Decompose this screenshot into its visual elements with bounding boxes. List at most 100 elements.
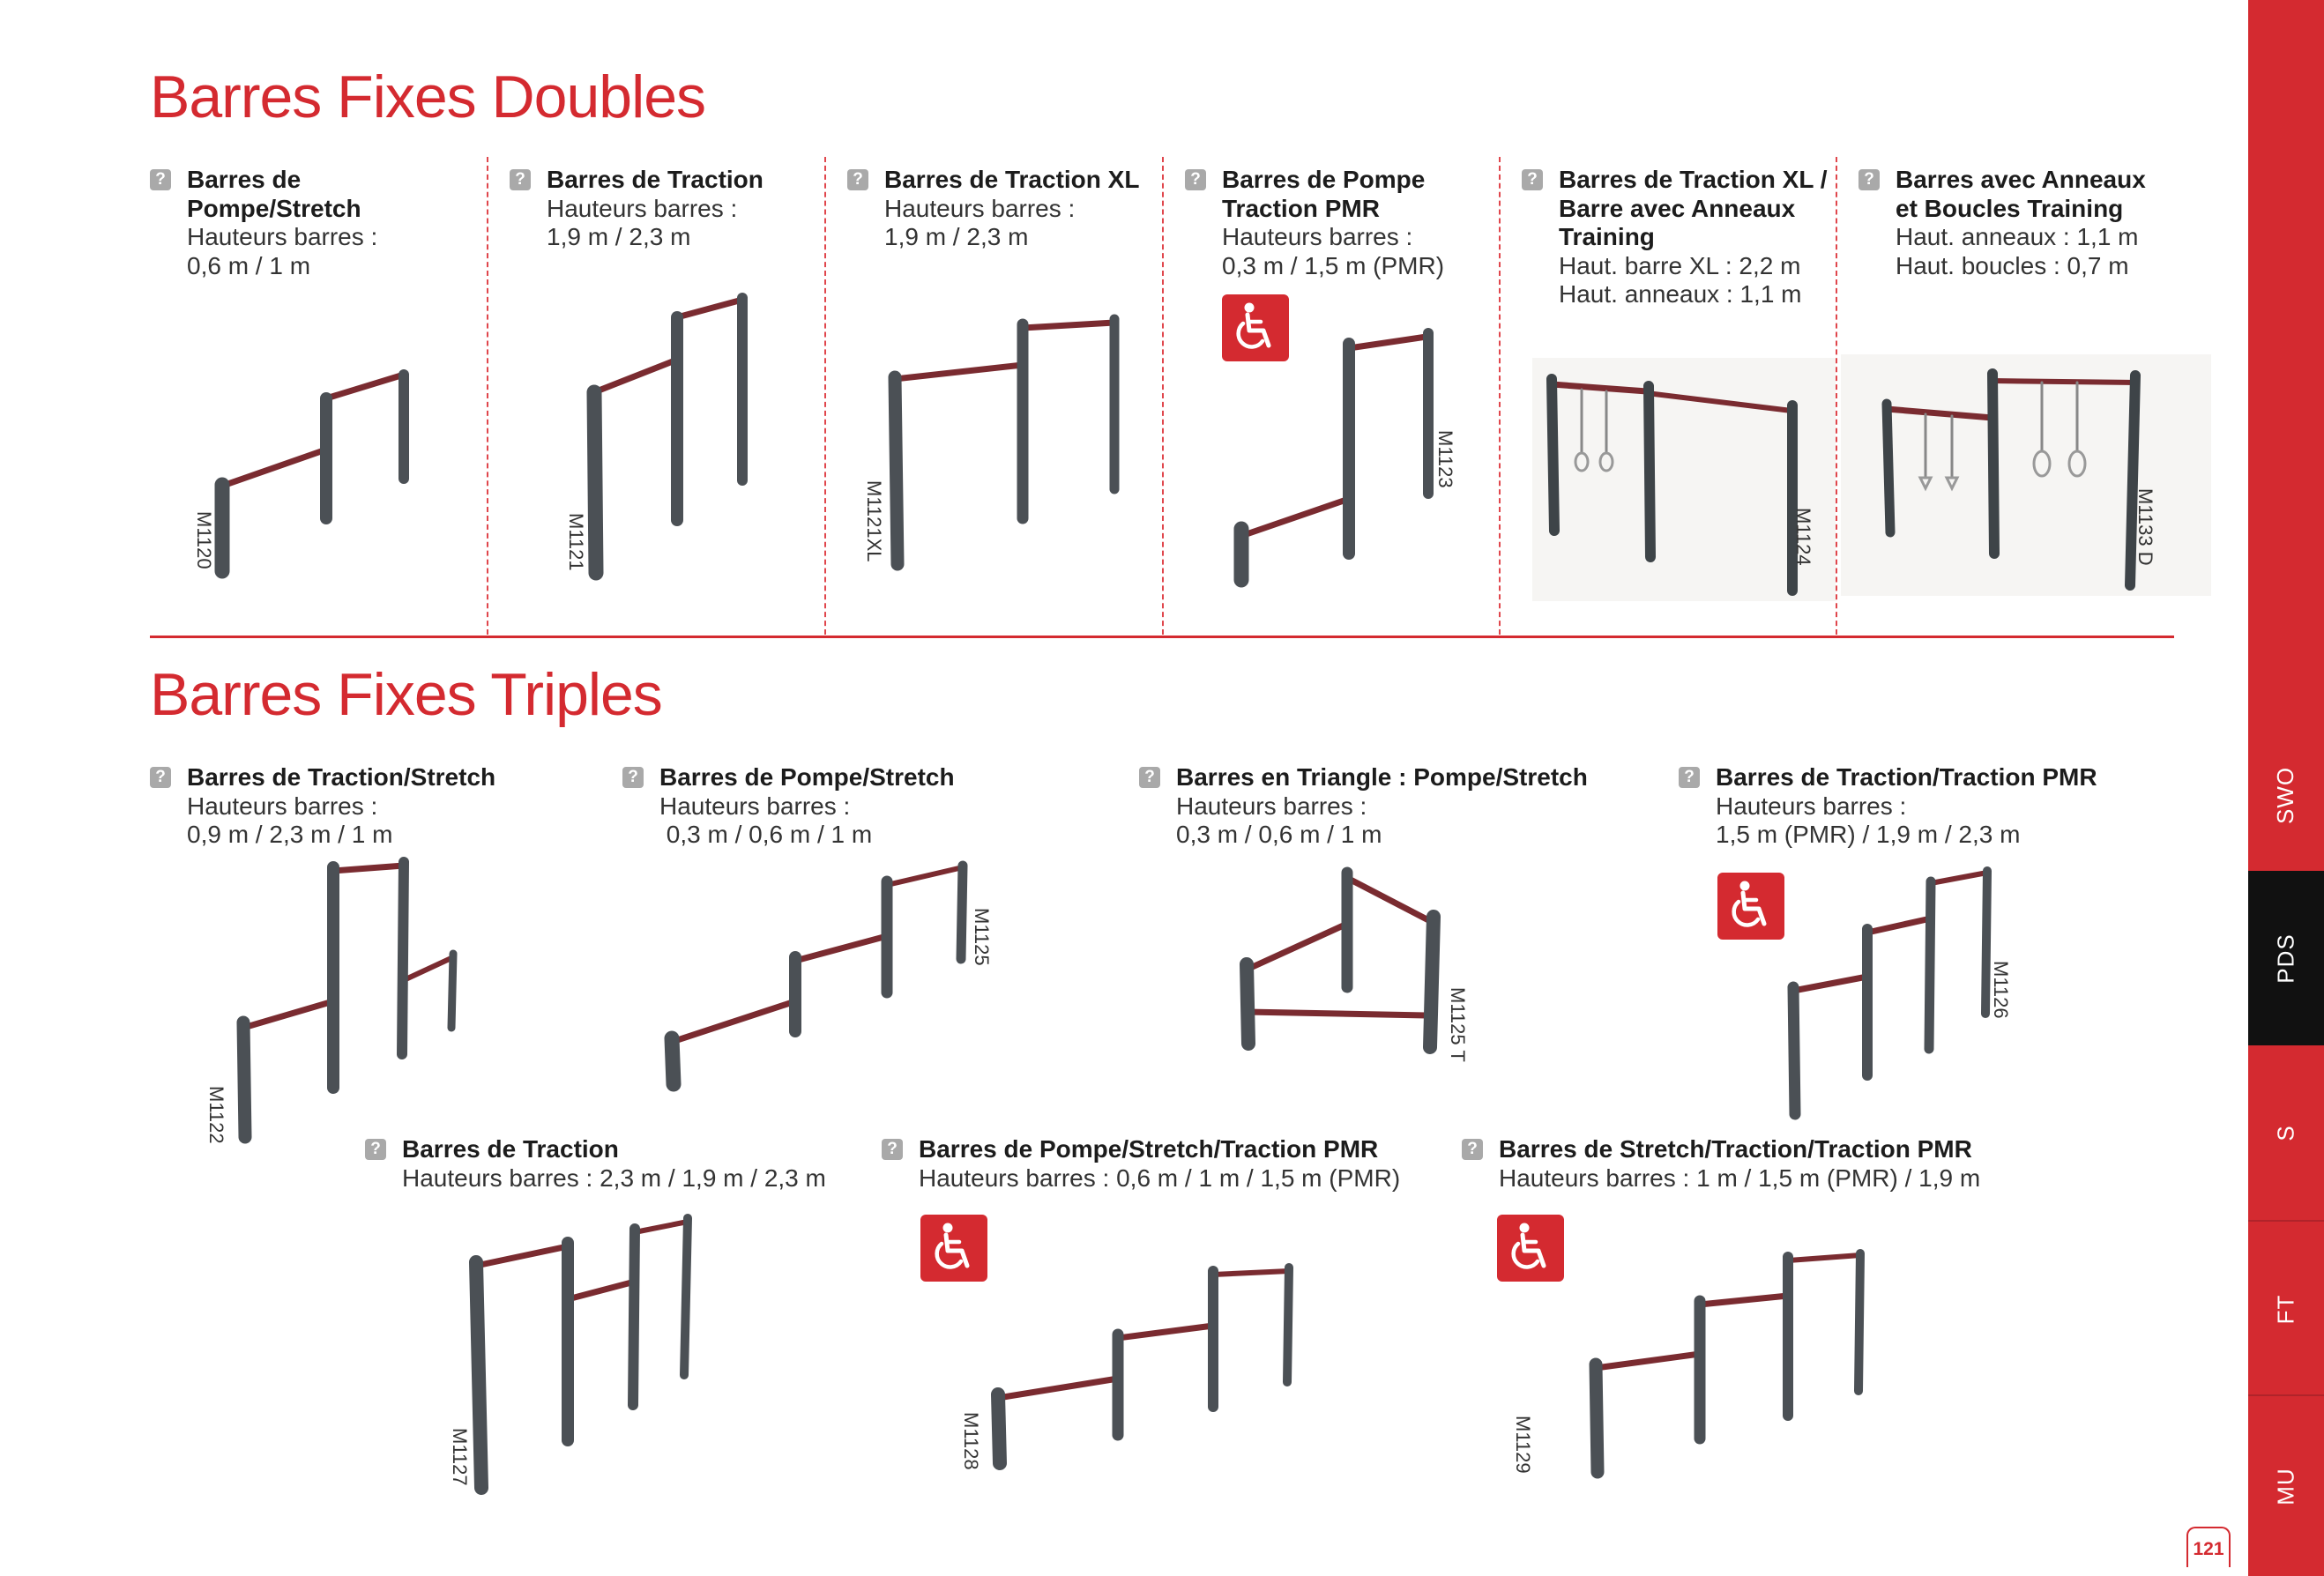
column-divider — [487, 157, 488, 635]
equipment-illustration-m1128: M1128 — [960, 1263, 1293, 1470]
product-spec: Hauteurs barres : 2,3 m / 1,9 m / 2,3 m — [402, 1163, 826, 1192]
equipment-illustration-m1127: M1127 — [449, 1214, 692, 1495]
equipment-illustration-m1120: M1120 — [193, 369, 409, 579]
product-spec: Hauteurs barres : — [187, 792, 378, 820]
product-spec: Hauteurs barres : 1 m / 1,5 m (PMR) / 1,… — [1499, 1163, 1981, 1192]
product-spec: 1,9 m / 2,3 m — [547, 223, 691, 250]
question-mark-icon[interactable]: ? — [1185, 169, 1206, 190]
question-mark-icon[interactable]: ? — [150, 767, 171, 788]
product-spec: 0,3 m / 0,6 m / 1 m — [1176, 821, 1382, 848]
product-spec: Hauteurs barres : — [884, 194, 1076, 222]
product-spec: Haut. anneaux : 1,1 m — [1896, 223, 2139, 250]
product-name: Barres de Traction XL / Barre avec Annea… — [1559, 166, 1828, 250]
tab-swo[interactable]: SWO — [2248, 0, 2324, 871]
column-divider — [1162, 157, 1164, 635]
product-spec: Hauteurs barres : — [547, 194, 738, 222]
product-name: Barres avec Anneaux et Boucles Training — [1896, 166, 2146, 222]
product-spec: Hauteurs barres : 0,6 m / 1 m / 1,5 m (P… — [919, 1163, 1401, 1192]
product-code: M1121XL — [864, 480, 885, 562]
tab-ft[interactable]: FT — [2248, 1220, 2324, 1396]
product-name: Barres de Stretch/Traction/Traction PMR — [1499, 1135, 1972, 1163]
equipment-illustration-m1123: M1123 — [1233, 328, 1456, 588]
section-title-doubles: Barres Fixes Doubles — [150, 63, 706, 130]
column-divider — [824, 157, 826, 635]
product-code: M1125 — [971, 908, 993, 966]
product-spec: 0,3 m / 0,6 m / 1 m — [659, 821, 873, 848]
product-m1129: ? Barres de Stretch/Traction/Traction PM… — [1462, 1135, 2026, 1193]
product-name: Barres de Traction XL — [884, 166, 1140, 193]
product-code: M1126 — [1990, 961, 2012, 1019]
product-m1122: ? Barres de Traction/Stretch Hauteurs ba… — [150, 763, 608, 850]
question-mark-icon[interactable]: ? — [365, 1139, 386, 1160]
product-spec: 0,3 m / 1,5 m (PMR) — [1222, 251, 1445, 279]
product-spec: Hauteurs barres : — [1716, 792, 1907, 820]
product-name: Barres de Pompe/Stretch — [187, 166, 361, 222]
equipment-illustration-m1125: M1125 — [664, 860, 993, 1092]
product-name: Barres de Traction/Stretch — [187, 763, 496, 791]
product-code: M1124 — [1792, 508, 1814, 566]
product-spec: 1,5 m (PMR) / 1,9 m / 2,3 m — [1716, 821, 2021, 848]
equipment-illustration-m1121: M1121 — [565, 293, 748, 581]
product-name: Barres de Traction/Traction PMR — [1716, 763, 2097, 791]
question-mark-icon[interactable]: ? — [510, 169, 531, 190]
product-spec: 1,9 m / 2,3 m — [884, 223, 1029, 250]
tab-mu[interactable]: MU — [2248, 1394, 2324, 1576]
product-spec: Hauteurs barres : — [187, 223, 378, 250]
product-name: Barres de Pompe/Stretch/Traction PMR — [919, 1135, 1379, 1163]
product-name: Barres de Traction — [402, 1135, 619, 1163]
product-spec: 0,6 m / 1 m — [187, 251, 311, 279]
question-mark-icon[interactable]: ? — [847, 169, 868, 190]
tab-s[interactable]: S — [2248, 1045, 2324, 1220]
product-code: M1123 — [1434, 430, 1456, 488]
question-mark-icon[interactable]: ? — [150, 169, 171, 190]
product-name: Barres de Pompe/Stretch — [659, 763, 955, 791]
product-spec: Hauteurs barres : — [659, 792, 851, 820]
product-m1124: ? Barres de Traction XL / Barre avec Ann… — [1522, 166, 1832, 309]
wheelchair-icon — [920, 1215, 987, 1282]
equipment-illustration-m1129: M1129 — [1512, 1249, 1865, 1479]
question-mark-icon[interactable]: ? — [1858, 169, 1880, 190]
question-mark-icon[interactable]: ? — [882, 1139, 903, 1160]
product-m1125: ? Barres de Pompe/Stretch Hauteurs barre… — [622, 763, 1099, 850]
equipment-illustration-m1121xl: M1121XL — [864, 314, 1120, 571]
product-m1127: ? Barres de Traction Hauteurs barres : 2… — [365, 1135, 859, 1193]
side-tab-nav: SWO PDS S FT MU — [2248, 0, 2324, 1576]
product-code: M1129 — [1512, 1416, 1534, 1474]
product-spec: Hauteurs barres : — [1222, 223, 1413, 250]
product-m1125t: ? Barres en Triangle : Pompe/Stretch Hau… — [1139, 763, 1650, 850]
product-code: M1122 — [205, 1086, 227, 1144]
question-mark-icon[interactable]: ? — [1462, 1139, 1483, 1160]
equipment-illustration-m1126: M1126 — [1787, 866, 2012, 1120]
product-name: Barres de Pompe Traction PMR — [1222, 166, 1426, 222]
question-mark-icon[interactable]: ? — [1679, 767, 1700, 788]
tab-pds[interactable]: PDS — [2248, 871, 2324, 1045]
equipment-photo-m1133d: M1133 D — [1841, 354, 2211, 596]
product-code: M1133 D — [2134, 488, 2156, 566]
product-name: Barres en Triangle : Pompe/Stretch — [1176, 763, 1588, 791]
product-m1126: ? Barres de Traction/Traction PMR Hauteu… — [1679, 763, 2172, 850]
tab-label: FT — [2272, 1294, 2299, 1324]
product-spec: 0,9 m / 2,3 m / 1 m — [187, 821, 393, 848]
question-mark-icon[interactable]: ? — [1522, 169, 1543, 190]
product-code: M1120 — [193, 511, 215, 569]
product-m1120: ? Barres de Pompe/Stretch Hauteurs barre… — [150, 166, 476, 280]
product-code: M1125 T — [1447, 987, 1469, 1062]
section-title-triples: Barres Fixes Triples — [150, 661, 663, 728]
column-divider — [1836, 157, 1837, 635]
product-m1121xl: ? Barres de Traction XL Hauteurs barres … — [847, 166, 1156, 252]
product-m1121: ? Barres de Traction Hauteurs barres : 1… — [510, 166, 818, 252]
tab-label: SWO — [2272, 766, 2299, 825]
product-code: M1121 — [565, 513, 587, 571]
equipment-photo-m1124: M1124 — [1532, 358, 1836, 601]
product-m1123: ? Barres de Pompe Traction PMR Hauteurs … — [1185, 166, 1493, 280]
product-spec: Hauteurs barres : — [1176, 792, 1367, 820]
question-mark-icon[interactable]: ? — [1139, 767, 1160, 788]
equipment-illustration-m1122: M1122 — [205, 857, 458, 1144]
product-spec: Haut. boucles : 0,7 m — [1896, 251, 2129, 279]
question-mark-icon[interactable]: ? — [622, 767, 644, 788]
product-spec: Haut. anneaux : 1,1 m — [1559, 280, 1802, 308]
wheelchair-icon — [1717, 873, 1784, 940]
product-spec: Haut. barre XL : 2,2 m — [1559, 251, 1801, 279]
product-m1133d: ? Barres avec Anneaux et Boucles Trainin… — [1858, 166, 2176, 280]
tab-label: MU — [2272, 1467, 2299, 1505]
